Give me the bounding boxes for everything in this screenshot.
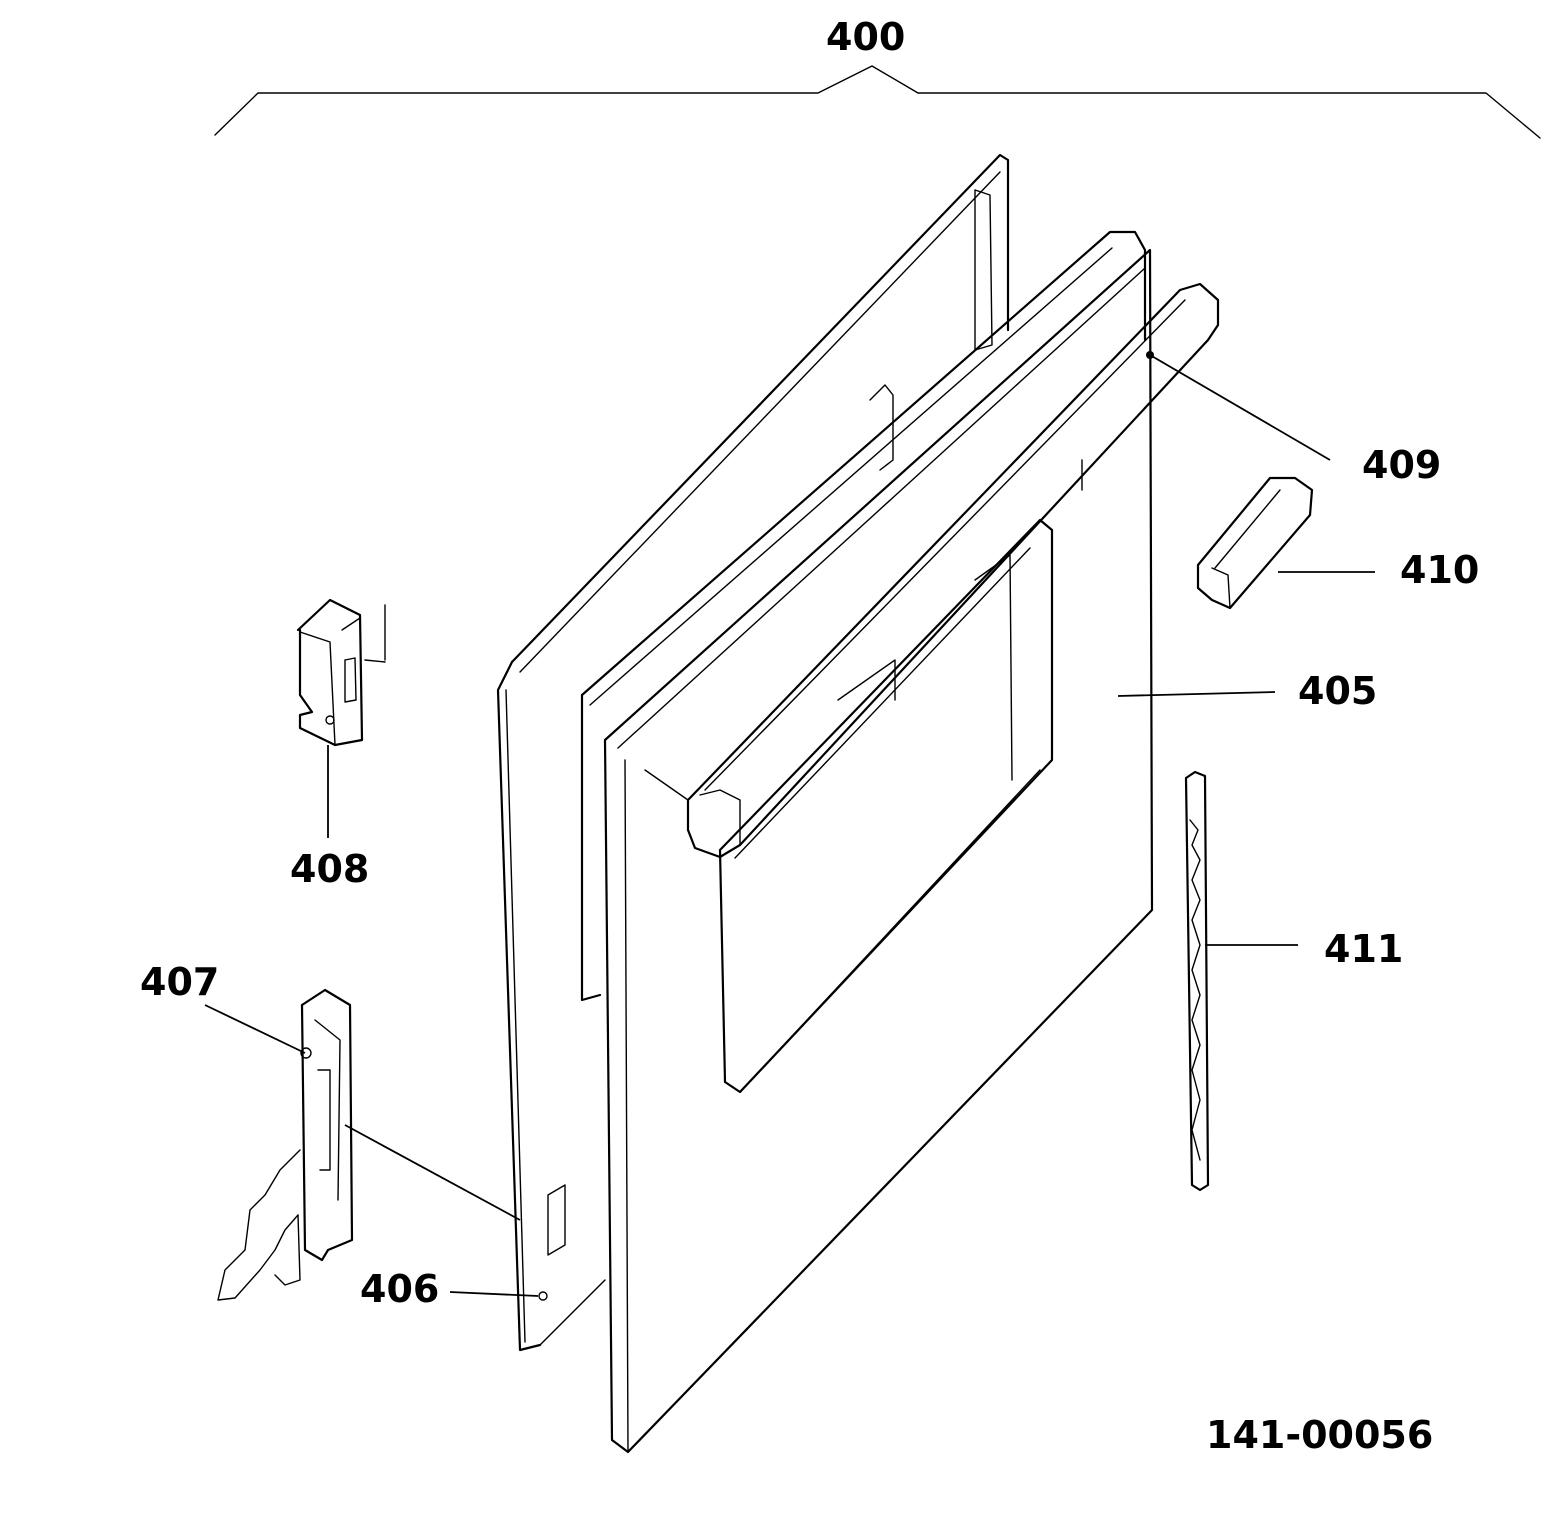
door-seal xyxy=(1184,770,1210,1192)
label-406: 406 xyxy=(360,1267,439,1311)
inner-glass-frame xyxy=(580,230,1147,1002)
front-glass-panel xyxy=(603,248,1154,1454)
rear-door-frame xyxy=(496,153,1010,1352)
handle-end-cap xyxy=(1196,476,1314,610)
assembly-brace xyxy=(214,65,1541,139)
drawing-number: 141-00056 xyxy=(1206,1413,1433,1457)
label-410: 410 xyxy=(1400,548,1479,592)
label-400: 400 xyxy=(826,15,905,59)
leader-lines xyxy=(204,354,1375,1297)
label-405: 405 xyxy=(1298,669,1377,713)
handle xyxy=(644,282,1220,859)
hinge xyxy=(217,988,354,1301)
label-409: 409 xyxy=(1362,443,1441,487)
label-411: 411 xyxy=(1324,927,1403,971)
label-407: 407 xyxy=(140,960,219,1004)
label-408: 408 xyxy=(290,847,369,891)
hinge-receiver xyxy=(296,598,386,747)
